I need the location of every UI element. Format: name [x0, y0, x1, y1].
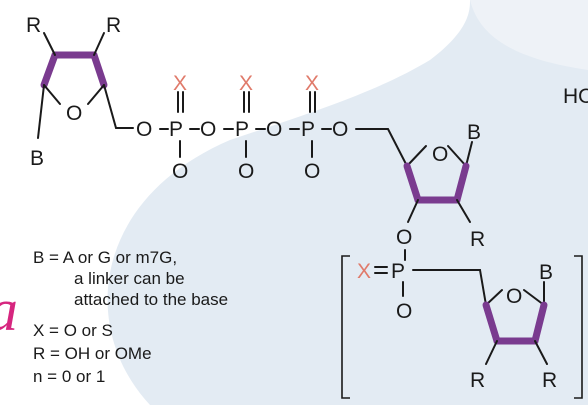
legend-b-line1: B = A or G or m7G, — [33, 248, 177, 267]
chain-o3: O — [266, 118, 282, 141]
middle-b-bond — [465, 141, 473, 167]
background-swoosh — [107, 0, 588, 405]
p1-o: O — [172, 160, 188, 183]
chain-o1: O — [136, 118, 152, 141]
p1-x: X — [173, 72, 187, 95]
left-ring-bonds — [43, 84, 105, 105]
middle-r: R — [470, 228, 485, 251]
p3-x-double — [309, 91, 316, 113]
middle-o: O — [396, 226, 412, 249]
repeat-ring-bonds — [485, 289, 545, 306]
left-bracket — [341, 255, 350, 399]
left-r2: R — [106, 14, 121, 37]
middle-b: B — [467, 121, 481, 144]
left-ring-r-bonds — [43, 32, 105, 56]
p1-x-double — [177, 91, 184, 113]
left-ring-ch2 — [103, 84, 134, 129]
left-ring-b-bond — [37, 84, 45, 139]
chain-p2: P — [235, 118, 249, 141]
repeat-ring-bold-r — [531, 301, 548, 345]
left-ring-bold-side-l — [40, 51, 59, 89]
left-edge-fragment: a — [0, 277, 18, 343]
legend-r: R = OH or OMe — [33, 344, 152, 363]
chain-o2: O — [200, 118, 216, 141]
repeat-r-bonds — [485, 340, 548, 365]
legend-x: X = O or S — [33, 321, 113, 340]
repeat-x-double — [374, 266, 388, 274]
repeat-r2: R — [542, 369, 557, 392]
chain-p1: P — [169, 118, 183, 141]
p2-o: O — [238, 160, 254, 183]
middle-o-bond — [407, 199, 419, 223]
repeat-r1: R — [470, 369, 485, 392]
middle-ch2 — [355, 128, 408, 167]
top-right-fragment: HO — [563, 85, 588, 108]
middle-r-bond — [456, 199, 471, 223]
p3-o: O — [304, 160, 320, 183]
repeat-x: X — [357, 260, 371, 283]
chain-p3: P — [301, 118, 315, 141]
right-bracket — [574, 255, 583, 399]
legend-n: n = 0 or 1 — [33, 367, 105, 386]
legend-b-line2: a linker can be — [74, 269, 185, 288]
repeat-ring-o: O — [506, 285, 522, 308]
middle-ring-bonds — [406, 145, 467, 167]
left-ring-bold-side-r — [90, 51, 108, 89]
middle-ring-bold-l — [403, 162, 422, 204]
repeat-b: B — [539, 261, 553, 284]
middle-ring-o: O — [432, 143, 448, 166]
background-swoosh-light — [470, 0, 588, 70]
p3-x: X — [305, 72, 319, 95]
repeat-p: P — [391, 260, 405, 283]
left-ring-o: O — [66, 102, 82, 125]
middle-ring-bold-r — [453, 162, 470, 204]
repeat-p-ch2 — [412, 269, 487, 306]
chain-o4: O — [332, 118, 348, 141]
left-r1: R — [26, 14, 41, 37]
left-b: B — [30, 147, 44, 170]
p2-x-double — [243, 91, 250, 113]
repeat-o: O — [396, 300, 412, 323]
p2-x: X — [239, 72, 253, 95]
repeat-ring-bold-l — [482, 301, 501, 345]
legend-b-line3: attached to the base — [74, 290, 228, 309]
